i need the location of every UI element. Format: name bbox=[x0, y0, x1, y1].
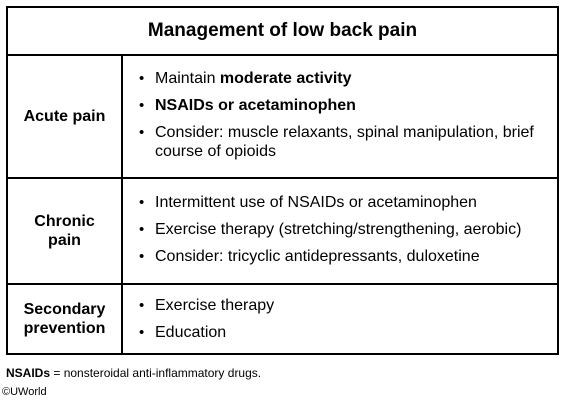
table-title: Management of low back pain bbox=[8, 8, 557, 56]
row-label-line: Secondary bbox=[23, 301, 106, 318]
row-label-secondary-prevention: Secondary prevention bbox=[8, 285, 123, 353]
table-row-chronic-pain: Chronic pain Intermittent use of NSAIDs … bbox=[8, 177, 557, 283]
item-text: Maintain bbox=[155, 70, 220, 87]
copyright-notice: ©UWorld bbox=[2, 386, 47, 398]
list-item: Education bbox=[133, 323, 547, 342]
list-item: Maintain moderate activity bbox=[133, 69, 547, 88]
item-list: Exercise therapy Education bbox=[133, 296, 547, 342]
management-table: Management of low back pain Acute pain M… bbox=[6, 6, 559, 355]
item-emphasis: moderate activity bbox=[219, 70, 352, 87]
list-item: Exercise therapy bbox=[133, 296, 547, 315]
row-content-acute-pain: Maintain moderate activity NSAIDs or ace… bbox=[123, 56, 557, 177]
row-label-chronic-pain: Chronic pain bbox=[8, 179, 123, 283]
item-text: Education bbox=[155, 324, 227, 341]
item-list: Intermittent use of NSAIDs or acetaminop… bbox=[133, 193, 547, 266]
row-label-line: pain bbox=[48, 232, 81, 249]
row-content-secondary-prevention: Exercise therapy Education bbox=[123, 285, 557, 353]
item-list: Maintain moderate activity NSAIDs or ace… bbox=[133, 69, 547, 161]
row-label-line: Acute pain bbox=[23, 108, 106, 125]
list-item: NSAIDs or acetaminophen bbox=[133, 96, 547, 115]
item-text: Intermittent use of NSAIDs or acetaminop… bbox=[155, 194, 477, 211]
row-label-acute-pain: Acute pain bbox=[8, 56, 123, 177]
footnote-abbreviation: NSAIDs bbox=[6, 366, 51, 380]
footnote-definition: = nonsteroidal anti-inflammatory drugs. bbox=[50, 366, 262, 380]
item-text: Consider: muscle relaxants, spinal manip… bbox=[155, 124, 534, 160]
list-item: Intermittent use of NSAIDs or acetaminop… bbox=[133, 193, 547, 212]
row-content-chronic-pain: Intermittent use of NSAIDs or acetaminop… bbox=[123, 179, 557, 283]
item-text: Consider: tricyclic antidepressants, dul… bbox=[155, 248, 480, 265]
list-item: Consider: tricyclic antidepressants, dul… bbox=[133, 247, 547, 266]
table-row-acute-pain: Acute pain Maintain moderate activity NS… bbox=[8, 56, 557, 177]
row-label-line: prevention bbox=[23, 320, 106, 337]
table-row-secondary-prevention: Secondary prevention Exercise therapy Ed… bbox=[8, 283, 557, 353]
item-text: Exercise therapy (stretching/strengtheni… bbox=[155, 221, 522, 238]
item-emphasis: NSAIDs or acetaminophen bbox=[155, 97, 356, 114]
row-label-line: Chronic bbox=[34, 213, 95, 230]
list-item: Consider: muscle relaxants, spinal manip… bbox=[133, 123, 547, 161]
footnote: NSAIDs = nonsteroidal anti-inflammatory … bbox=[6, 366, 261, 380]
item-text: Exercise therapy bbox=[155, 297, 275, 314]
list-item: Exercise therapy (stretching/strengtheni… bbox=[133, 220, 547, 239]
